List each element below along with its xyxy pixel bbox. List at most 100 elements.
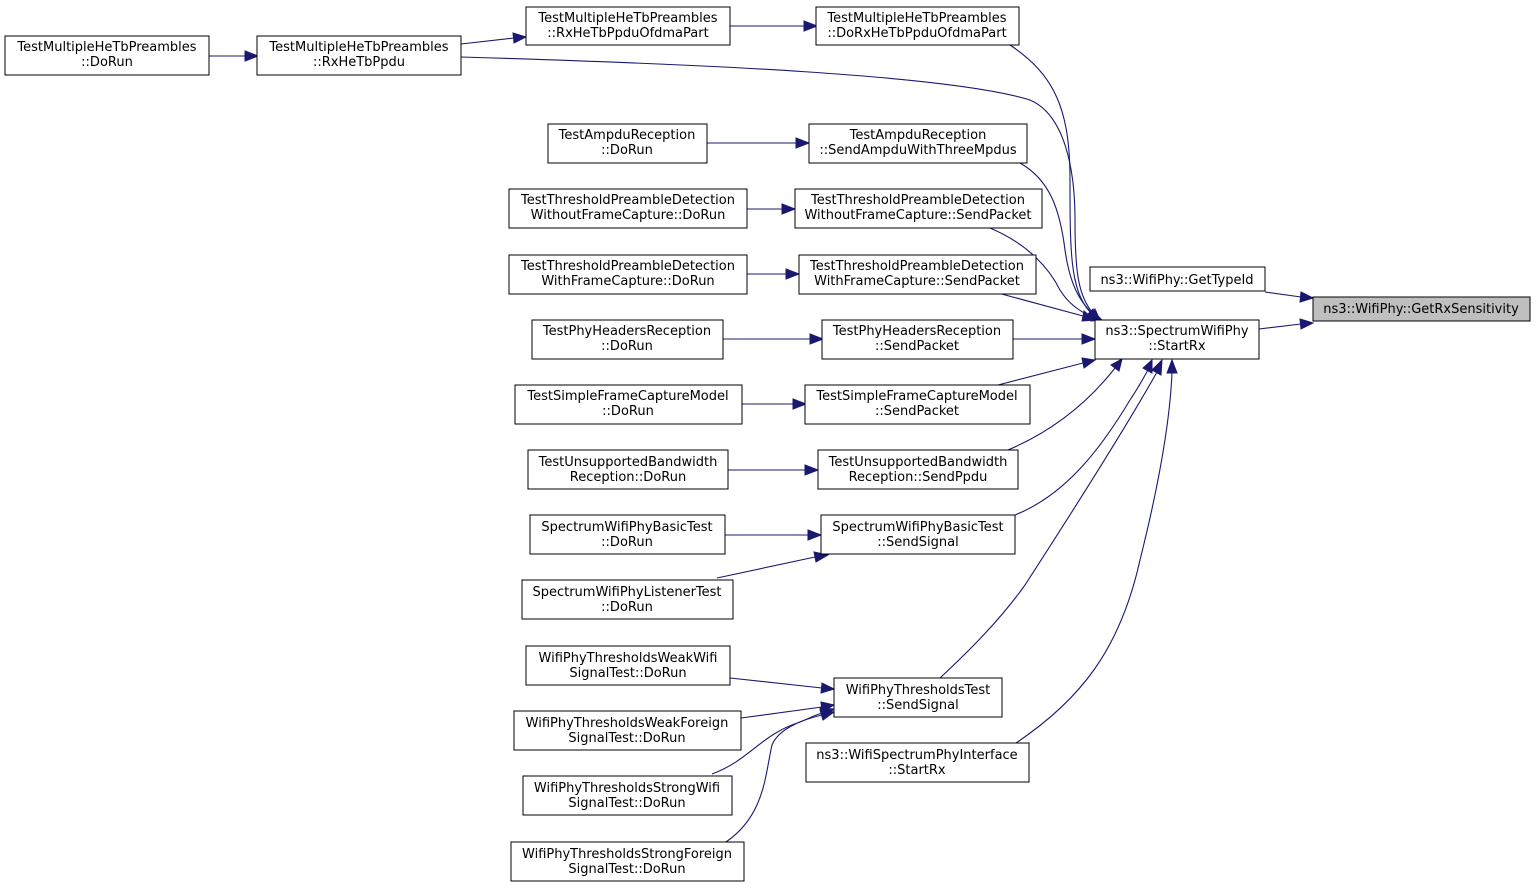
node-ubw-dorun[interactable]: TestUnsupportedBandwidth Reception::DoRu… <box>527 449 729 490</box>
node-label: TestMultipleHeTbPreambles <box>268 40 448 55</box>
node-label: WithoutFrameCapture::SendPacket <box>804 208 1031 223</box>
edge-swpb-send-to-startrx <box>1014 358 1153 516</box>
node-label: ::DoRun <box>602 404 654 419</box>
edge-swpb-dorun-to-send <box>725 529 823 541</box>
node-mhtp-dorun[interactable]: TestMultipleHeTbPreambles ::DoRun <box>4 35 210 76</box>
node-label: TestSimpleFrameCaptureModel <box>815 389 1017 404</box>
node-label: ::RxHeTbPpduOfdmaPart <box>547 26 708 41</box>
node-label: ns3::WifiSpectrumPhyInterface <box>816 748 1017 763</box>
node-label: ::DoRun <box>601 600 653 615</box>
edge-strongforeign-to-wpt-send <box>725 709 836 843</box>
node-swpb-dorun[interactable]: SpectrumWifiPhyBasicTest ::DoRun <box>529 514 726 555</box>
node-ampdu-send[interactable]: TestAmpduReception ::SendAmpduWithThreeM… <box>808 123 1028 164</box>
node-tpd-wo-send[interactable]: TestThresholdPreambleDetection WithoutFr… <box>794 188 1043 229</box>
edge-tpd-w-send-to-startrx <box>997 292 1097 322</box>
node-label: SpectrumWifiPhyBasicTest <box>541 520 712 535</box>
node-label: TestUnsupportedBandwidth <box>538 455 718 470</box>
node-getrxsensitivity[interactable]: ns3::WifiPhy::GetRxSensitivity <box>1312 296 1531 322</box>
node-label: ns3::WifiPhy::GetRxSensitivity <box>1323 302 1519 317</box>
node-label: SignalTest::DoRun <box>568 862 685 877</box>
node-label: WifiPhyThresholdsTest <box>846 683 991 698</box>
node-label: ::SendSignal <box>877 698 958 713</box>
node-label: TestThresholdPreambleDetection <box>809 259 1024 274</box>
node-gettypeid[interactable]: ns3::WifiPhy::GetTypeId <box>1089 266 1266 292</box>
node-label: SignalTest::DoRun <box>568 731 685 746</box>
node-label: ::RxHeTbPpdu <box>313 55 405 70</box>
node-label: SpectrumWifiPhyBasicTest <box>832 520 1003 535</box>
node-wpt-strongwifi[interactable]: WifiPhyThresholdsStrongWifi SignalTest::… <box>522 775 733 816</box>
node-label: TestThresholdPreambleDetection <box>810 193 1025 208</box>
node-label: TestPhyHeadersReception <box>542 324 711 339</box>
node-label: TestPhyHeadersReception <box>832 324 1001 339</box>
node-label: Reception::SendPpdu <box>849 470 988 485</box>
edge-sfcm-send-to-startrx <box>997 357 1097 386</box>
edge-swpl-dorun-to-swpb-send <box>716 551 830 579</box>
node-wpt-weakforeign[interactable]: WifiPhyThresholdsWeakForeign SignalTest:… <box>513 710 742 751</box>
node-label: ns3::WifiPhy::GetTypeId <box>1100 273 1253 288</box>
edge-sfcm-dorun-to-send <box>742 398 808 410</box>
node-label: TestMultipleHeTbPreambles <box>16 40 196 55</box>
edge-ubw-send-to-startrx <box>1007 358 1123 451</box>
node-mhtp-rxofdma[interactable]: TestMultipleHeTbPreambles ::RxHeTbPpduOf… <box>525 6 731 46</box>
node-tpd-w-dorun[interactable]: TestThresholdPreambleDetection WithFrame… <box>508 254 748 295</box>
node-label: WifiPhyThresholdsWeakWifi <box>539 651 718 666</box>
edge-rxofdma-to-dorxofdma <box>730 20 819 32</box>
node-wpt-strongforeign[interactable]: WifiPhyThresholdsStrongForeign SignalTes… <box>510 841 745 882</box>
node-tpd-wo-dorun[interactable]: TestThresholdPreambleDetection WithoutFr… <box>508 188 748 229</box>
node-wpt-weakwifi[interactable]: WifiPhyThresholdsWeakWifi SignalTest::Do… <box>525 645 731 686</box>
edge-tpd-w-dorun-to-send <box>747 268 801 280</box>
nodes: ns3::WifiPhy::GetRxSensitivity ns3::Wifi… <box>4 6 1531 882</box>
node-label: ::DoRxHeTbPpduOfdmaPart <box>827 26 1006 41</box>
edge-ampdu-dorun-to-send <box>707 137 811 149</box>
edge-rxhetbppdu-to-rxofdma <box>460 32 528 45</box>
edge-mhtp-dorun-to-rxhetbppdu <box>209 50 260 62</box>
node-label: TestUnsupportedBandwidth <box>828 455 1008 470</box>
node-label: TestAmpduReception <box>849 128 987 143</box>
node-label: WifiPhyThresholdsStrongWifi <box>534 781 720 796</box>
node-label: ::SendPacket <box>875 404 959 419</box>
node-label: ::DoRun <box>601 339 653 354</box>
edge-ubw-dorun-to-send <box>728 464 820 476</box>
node-label: ::SendSignal <box>877 535 958 550</box>
node-label: ::SendAmpduWithThreeMpdus <box>819 143 1017 158</box>
edge-wpt-send-to-startrx <box>939 358 1163 679</box>
node-phr-send[interactable]: TestPhyHeadersReception ::SendPacket <box>821 319 1014 360</box>
node-tpd-w-send[interactable]: TestThresholdPreambleDetection WithFrame… <box>798 254 1037 295</box>
node-label: WithFrameCapture::SendPacket <box>814 274 1020 289</box>
node-swpb-send[interactable]: SpectrumWifiPhyBasicTest ::SendSignal <box>820 514 1016 555</box>
node-phr-dorun[interactable]: TestPhyHeadersReception ::DoRun <box>531 319 724 360</box>
node-label: WifiPhyThresholdsWeakForeign <box>526 716 729 731</box>
node-sfcm-dorun[interactable]: TestSimpleFrameCaptureModel ::DoRun <box>514 384 743 425</box>
node-label: TestSimpleFrameCaptureModel <box>526 389 728 404</box>
edge-gettypeid-to-getrxsensitivity <box>1264 291 1315 303</box>
node-label: TestThresholdPreambleDetection <box>520 259 735 274</box>
node-label: ns3::SpectrumWifiPhy <box>1105 324 1248 339</box>
node-label: TestAmpduReception <box>558 128 696 143</box>
node-label: TestMultipleHeTbPreambles <box>537 11 717 26</box>
node-wpt-send[interactable]: WifiPhyThresholdsTest ::SendSignal <box>833 677 1003 718</box>
node-label: TestThresholdPreambleDetection <box>520 193 735 208</box>
node-swpl-dorun[interactable]: SpectrumWifiPhyListenerTest ::DoRun <box>521 579 734 620</box>
node-label: ::StartRx <box>888 763 946 778</box>
node-ubw-send[interactable]: TestUnsupportedBandwidth Reception::Send… <box>817 449 1019 490</box>
edge-tpd-wo-dorun-to-send <box>747 203 797 215</box>
node-label: SignalTest::DoRun <box>568 796 685 811</box>
node-label: WithoutFrameCapture::DoRun <box>531 208 726 223</box>
edges <box>209 20 1315 843</box>
node-label: ::DoRun <box>601 535 653 550</box>
node-ampdu-dorun[interactable]: TestAmpduReception ::DoRun <box>547 123 708 164</box>
edge-phr-dorun-to-send <box>723 333 825 345</box>
edge-phr-send-to-startrx <box>1013 333 1097 345</box>
edge-ampdu-send-to-startrx <box>1019 162 1101 322</box>
node-spectrumwifiphy-startrx[interactable]: ns3::SpectrumWifiPhy ::StartRx <box>1094 319 1260 360</box>
node-label: WifiPhyThresholdsStrongForeign <box>522 847 732 862</box>
node-mhtp-rxhetbppdu[interactable]: TestMultipleHeTbPreambles ::RxHeTbPpdu <box>256 35 462 76</box>
node-label: TestMultipleHeTbPreambles <box>826 11 1006 26</box>
node-label: WithFrameCapture::DoRun <box>541 274 714 289</box>
node-sfcm-send[interactable]: TestSimpleFrameCaptureModel ::SendPacket <box>804 384 1031 425</box>
node-label: ::StartRx <box>1148 339 1206 354</box>
node-mhtp-dorxofdma[interactable]: TestMultipleHeTbPreambles ::DoRxHeTbPpdu… <box>815 6 1020 46</box>
node-label: ::DoRun <box>601 143 653 158</box>
node-wspi-startrx[interactable]: ns3::WifiSpectrumPhyInterface ::StartRx <box>805 742 1030 783</box>
